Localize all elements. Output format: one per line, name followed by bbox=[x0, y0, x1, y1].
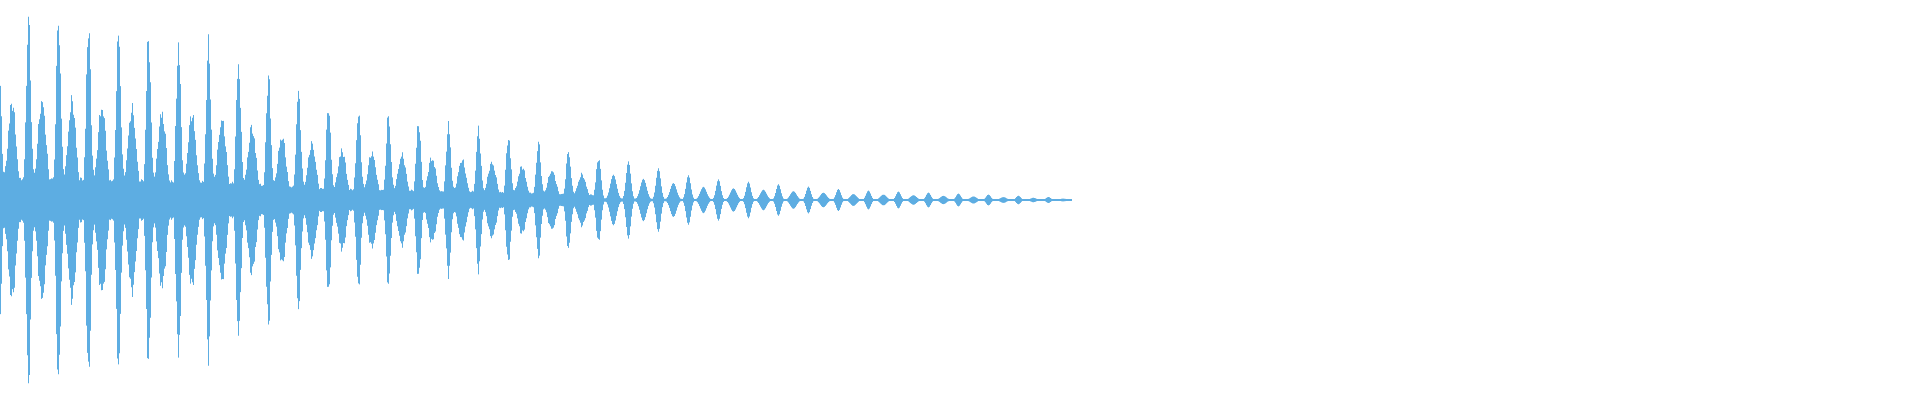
waveform-path bbox=[0, 16, 1072, 384]
